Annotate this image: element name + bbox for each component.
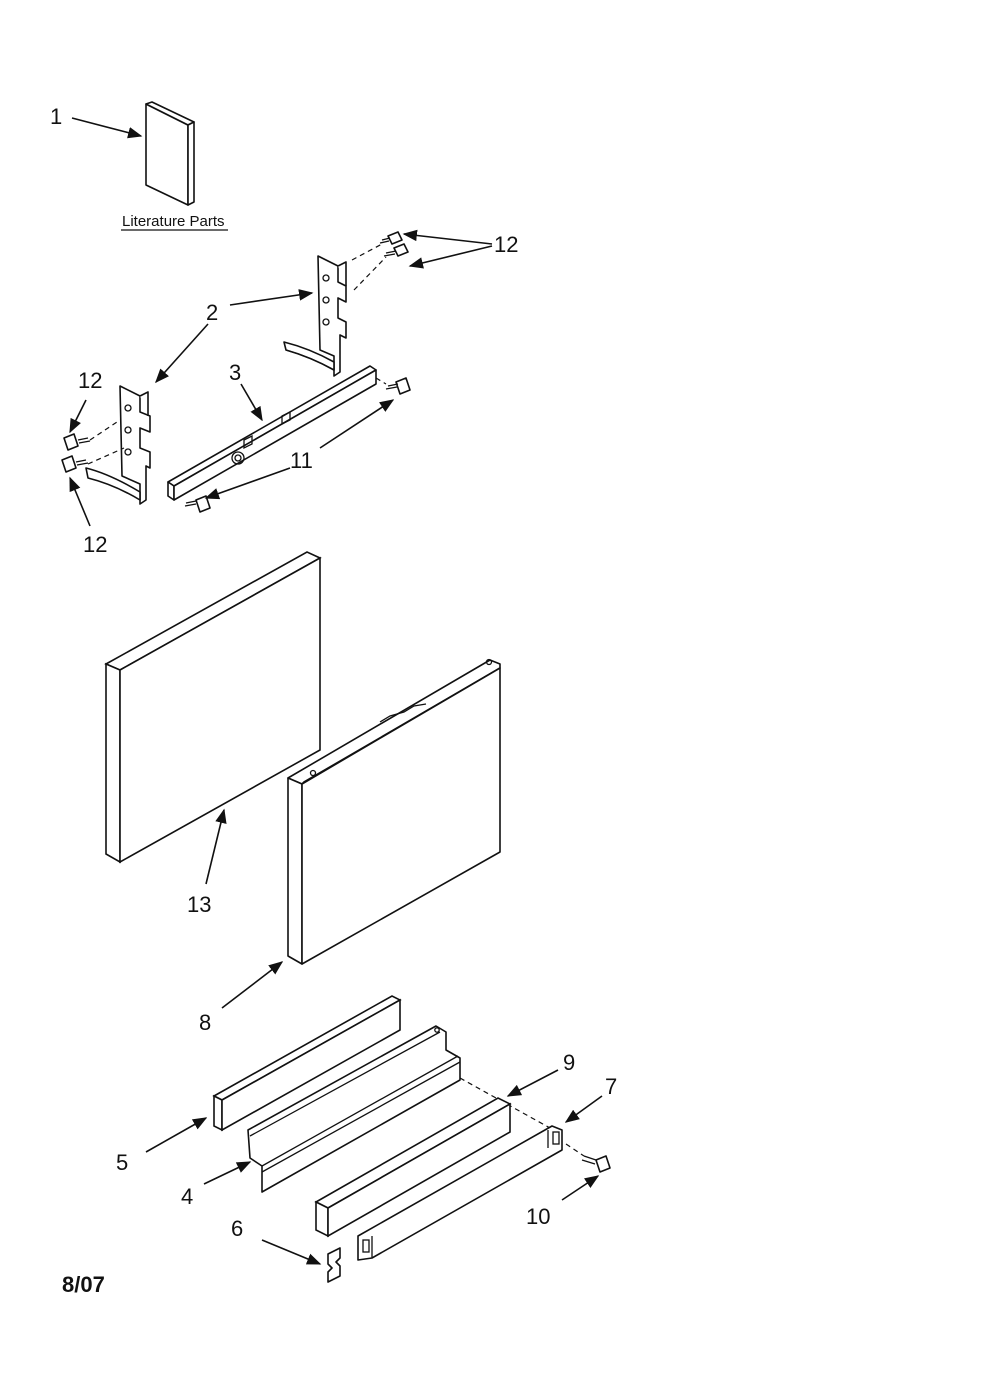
leader-line-2b xyxy=(155,323,209,384)
screw-left-lower xyxy=(61,455,89,473)
leader-line-3 xyxy=(240,383,263,422)
callout-10: 10 xyxy=(526,1204,550,1229)
leader-line-8 xyxy=(221,961,284,1009)
leader-line-11b xyxy=(204,467,291,500)
screw-left-upper xyxy=(63,433,91,451)
dash-screw-left-upper xyxy=(89,419,121,441)
callout-2: 2 xyxy=(206,300,218,325)
callout-6: 6 xyxy=(231,1216,243,1241)
leader-line-2a xyxy=(229,289,314,306)
dash-screw-top-upper xyxy=(351,243,383,261)
screw-rail-left xyxy=(184,495,211,513)
clip xyxy=(327,1247,341,1283)
callout-7: 7 xyxy=(605,1074,617,1099)
support-rail xyxy=(167,365,377,501)
dash-screw-kick-plate xyxy=(565,1143,585,1157)
screw-top-lower xyxy=(383,243,409,257)
callout-11: 11 xyxy=(290,448,313,473)
dash-toe-plate xyxy=(459,1077,551,1129)
leader-line-5 xyxy=(145,1117,208,1153)
screw-rail-right xyxy=(385,377,411,395)
callout-12-left-lower: 12 xyxy=(83,532,107,557)
callout-9: 9 xyxy=(563,1050,575,1075)
leader-line-13 xyxy=(205,808,227,885)
callout-4: 4 xyxy=(181,1184,193,1209)
leader-line-11a xyxy=(319,399,395,449)
leader-line-12-left-upper xyxy=(69,399,87,434)
insulation-panel xyxy=(104,551,322,864)
callout-12-left-upper: 12 xyxy=(78,368,102,393)
leader-line-12-top-a xyxy=(402,229,493,245)
screw-top-upper xyxy=(379,231,403,245)
leader-line-9 xyxy=(506,1069,559,1097)
leader-line-10 xyxy=(561,1175,600,1201)
foam-strip-upper xyxy=(212,995,402,1132)
bracket-right xyxy=(283,255,347,377)
dash-screw-rail-right xyxy=(375,377,387,385)
bracket-left xyxy=(85,385,151,505)
dash-screw-top-lower xyxy=(353,256,387,291)
leader-line-12-left-lower xyxy=(69,476,91,527)
foam-strip-lower xyxy=(314,1097,512,1238)
literature-parts-label: Literature Parts xyxy=(122,213,225,230)
toe-plate xyxy=(247,1025,461,1193)
callout-1: 1 xyxy=(50,104,62,129)
dash-screw-left-lower xyxy=(87,447,125,465)
door-panel xyxy=(287,658,501,965)
leader-line-6 xyxy=(261,1239,322,1265)
callout-3: 3 xyxy=(229,360,241,385)
callout-8: 8 xyxy=(199,1010,211,1035)
leader-line-7 xyxy=(564,1095,603,1123)
callout-5: 5 xyxy=(116,1150,128,1175)
leader-line-12-top-b xyxy=(408,245,493,269)
callout-12-top: 12 xyxy=(494,232,518,257)
kick-plate xyxy=(357,1125,563,1261)
leader-line-1 xyxy=(71,117,143,139)
literature-booklet xyxy=(145,101,195,206)
callout-13: 13 xyxy=(187,892,211,917)
screw-kick-plate xyxy=(581,1155,611,1173)
date-label: 8/07 xyxy=(62,1272,105,1297)
leader-line-4 xyxy=(203,1161,252,1185)
